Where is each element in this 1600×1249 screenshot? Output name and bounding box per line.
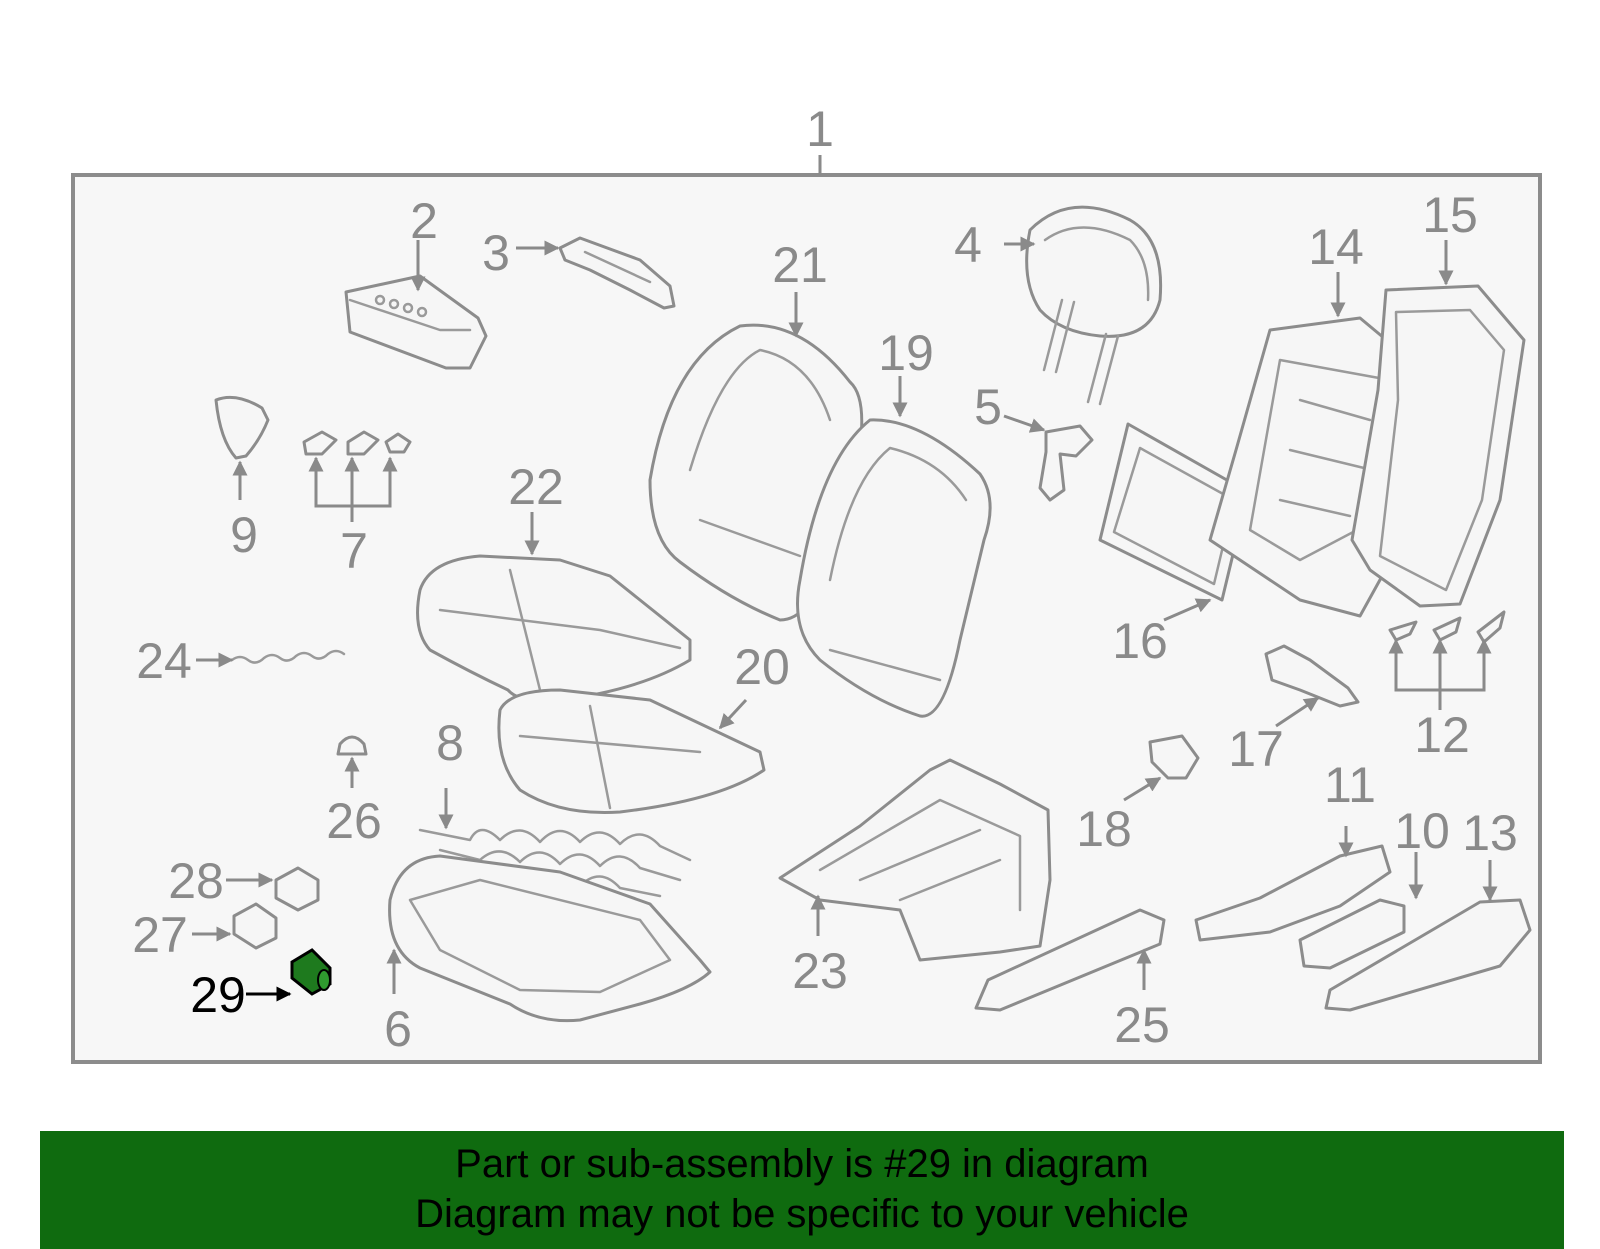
callout-18[interactable]: 18 <box>1076 801 1132 857</box>
callout-17[interactable]: 17 <box>1228 721 1284 777</box>
callout-10[interactable]: 10 <box>1394 803 1450 859</box>
callout-6[interactable]: 6 <box>384 1001 412 1057</box>
callout-11[interactable]: 11 <box>1324 757 1376 813</box>
callout-26[interactable]: 26 <box>326 793 382 849</box>
callout-15[interactable]: 15 <box>1422 187 1478 243</box>
callout-16[interactable]: 16 <box>1112 613 1168 669</box>
part-19[interactable] <box>796 418 992 718</box>
part-5[interactable] <box>1038 424 1094 502</box>
part-6[interactable] <box>388 854 712 1023</box>
part-13[interactable] <box>1324 898 1532 1012</box>
part-20[interactable] <box>497 688 766 814</box>
part-26[interactable] <box>336 735 368 756</box>
callout-23[interactable]: 23 <box>792 943 848 999</box>
part-18[interactable] <box>1148 734 1200 780</box>
part-3[interactable] <box>558 236 676 310</box>
part-27[interactable] <box>232 902 278 950</box>
part-28[interactable] <box>274 866 320 912</box>
part-10[interactable] <box>1298 898 1406 970</box>
callout-22[interactable]: 22 <box>508 459 564 515</box>
callout-28[interactable]: 28 <box>168 853 224 909</box>
callout-21[interactable]: 21 <box>772 237 828 293</box>
part-29-cap <box>317 969 331 991</box>
banner-line-1: Part or sub-assembly is #29 in diagram <box>455 1142 1149 1186</box>
callout-9[interactable]: 9 <box>230 507 258 563</box>
info-banner: Part or sub-assembly is #29 in diagram D… <box>40 1131 1564 1249</box>
callout-19[interactable]: 19 <box>878 325 934 381</box>
banner-line-2: Diagram may not be specific to your vehi… <box>415 1192 1189 1236</box>
part-24[interactable] <box>230 649 346 664</box>
callout-14[interactable]: 14 <box>1308 219 1364 275</box>
callout-12[interactable]: 12 <box>1414 707 1470 763</box>
callout-13[interactable]: 13 <box>1462 805 1518 861</box>
callout-2[interactable]: 2 <box>410 193 438 249</box>
callout-20[interactable]: 20 <box>734 639 790 695</box>
callout-29[interactable]: 29 <box>190 967 246 1023</box>
callout-7[interactable]: 7 <box>340 523 368 579</box>
part-29[interactable] <box>290 948 332 996</box>
callouts: 1 2 3 4 5 6 7 8 9 10 11 12 13 14 15 16 1… <box>132 101 1518 1057</box>
part-4[interactable] <box>1025 205 1163 406</box>
callout-24[interactable]: 24 <box>136 633 192 689</box>
callout-3[interactable]: 3 <box>482 225 510 281</box>
callout-5[interactable]: 5 <box>974 379 1002 435</box>
part-7[interactable] <box>302 430 412 456</box>
part-25[interactable] <box>974 908 1166 1012</box>
callout-4[interactable]: 4 <box>954 217 982 273</box>
part-23[interactable] <box>778 758 1052 962</box>
callout-8[interactable]: 8 <box>436 715 464 771</box>
callout-25[interactable]: 25 <box>1114 997 1170 1053</box>
part-2[interactable] <box>344 274 488 370</box>
part-16[interactable] <box>1098 422 1250 602</box>
part-9[interactable] <box>214 395 270 460</box>
part-11[interactable] <box>1194 844 1392 942</box>
leader-lines <box>192 236 1498 1002</box>
callout-27[interactable]: 27 <box>132 907 188 963</box>
callout-1[interactable]: 1 <box>806 101 834 157</box>
part-17[interactable] <box>1264 644 1360 708</box>
part-15[interactable] <box>1350 284 1526 608</box>
